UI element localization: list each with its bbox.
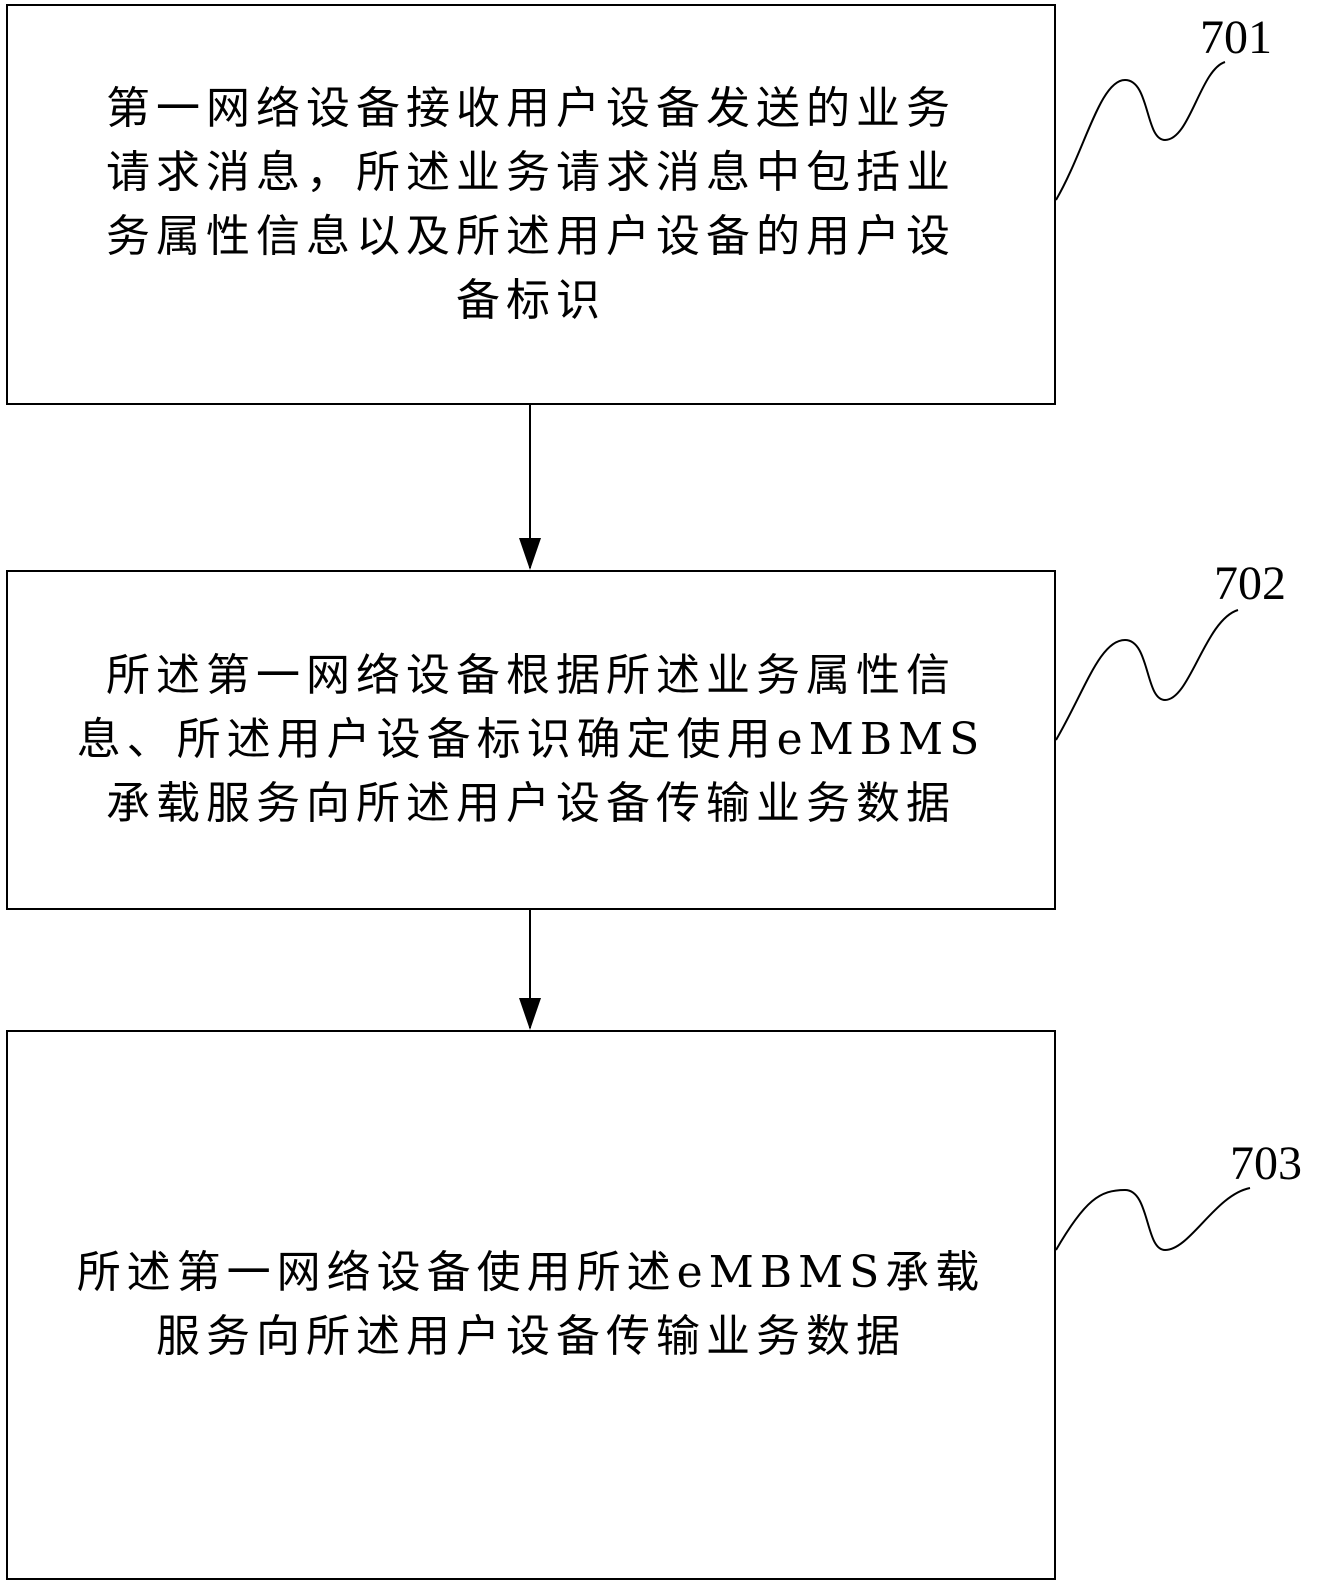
step-702-line-1: 所述第一网络设备根据所述业务属性信 bbox=[106, 650, 956, 701]
leader-line-703 bbox=[1055, 1187, 1251, 1252]
step-701-line-4: 备标识 bbox=[456, 274, 606, 326]
leader-line-701 bbox=[1055, 61, 1226, 201]
leader-line-702 bbox=[1055, 609, 1239, 741]
step-text-701: 第一网络设备接收用户设备发送的业务 请求消息，所述业务请求消息中包括业 务属性信… bbox=[106, 77, 956, 333]
step-text-703: 所述第一网络设备使用所述eMBMS承载 服务向所述用户设备传输业务数据 bbox=[77, 1241, 986, 1369]
step-number-703: 703 bbox=[1230, 1137, 1302, 1190]
step-text-702: 所述第一网络设备根据所述业务属性信 息、所述用户设备标识确定使用eMBMS 承载… bbox=[77, 644, 986, 836]
step-702-line-3: 承载服务向所述用户设备传输业务数据 bbox=[106, 778, 956, 829]
arrowhead-701-to-702 bbox=[519, 538, 541, 570]
step-701-line-2: 请求消息，所述业务请求消息中包括业 bbox=[106, 146, 956, 198]
step-number-701: 701 bbox=[1200, 11, 1272, 64]
step-701-line-1: 第一网络设备接收用户设备发送的业务 bbox=[106, 82, 956, 134]
step-box-703: 所述第一网络设备使用所述eMBMS承载 服务向所述用户设备传输业务数据 bbox=[6, 1030, 1056, 1580]
step-box-702: 所述第一网络设备根据所述业务属性信 息、所述用户设备标识确定使用eMBMS 承载… bbox=[6, 570, 1056, 910]
step-box-701: 第一网络设备接收用户设备发送的业务 请求消息，所述业务请求消息中包括业 务属性信… bbox=[6, 4, 1056, 405]
step-number-702: 702 bbox=[1214, 557, 1286, 610]
arrowhead-702-to-703 bbox=[519, 998, 541, 1030]
step-703-line-2: 服务向所述用户设备传输业务数据 bbox=[156, 1311, 906, 1362]
step-702-line-2: 息、所述用户设备标识确定使用eMBMS bbox=[76, 714, 986, 765]
step-701-line-3: 务属性信息以及所述用户设备的用户设 bbox=[106, 210, 956, 262]
step-703-line-1: 所述第一网络设备使用所述eMBMS承载 bbox=[76, 1247, 986, 1298]
